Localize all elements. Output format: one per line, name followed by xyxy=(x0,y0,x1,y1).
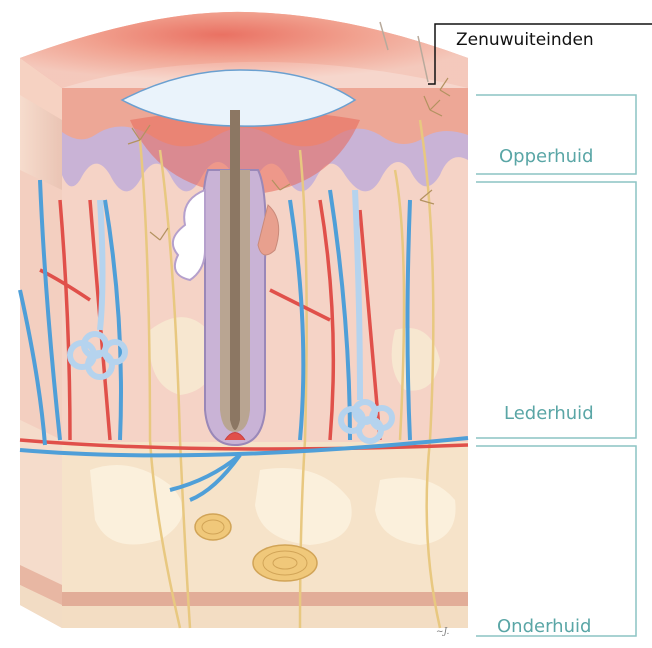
artist-signature: ~J. xyxy=(436,627,449,637)
hypodermis-label: Onderhuid xyxy=(497,616,591,637)
dermis-label: Lederhuid xyxy=(504,403,594,424)
layer-brackets xyxy=(476,95,636,636)
epidermis-label: Opperhuid xyxy=(499,146,593,167)
nerve-endings-label: Zenuwuiteinden xyxy=(456,30,594,50)
block-side-face xyxy=(20,58,62,628)
